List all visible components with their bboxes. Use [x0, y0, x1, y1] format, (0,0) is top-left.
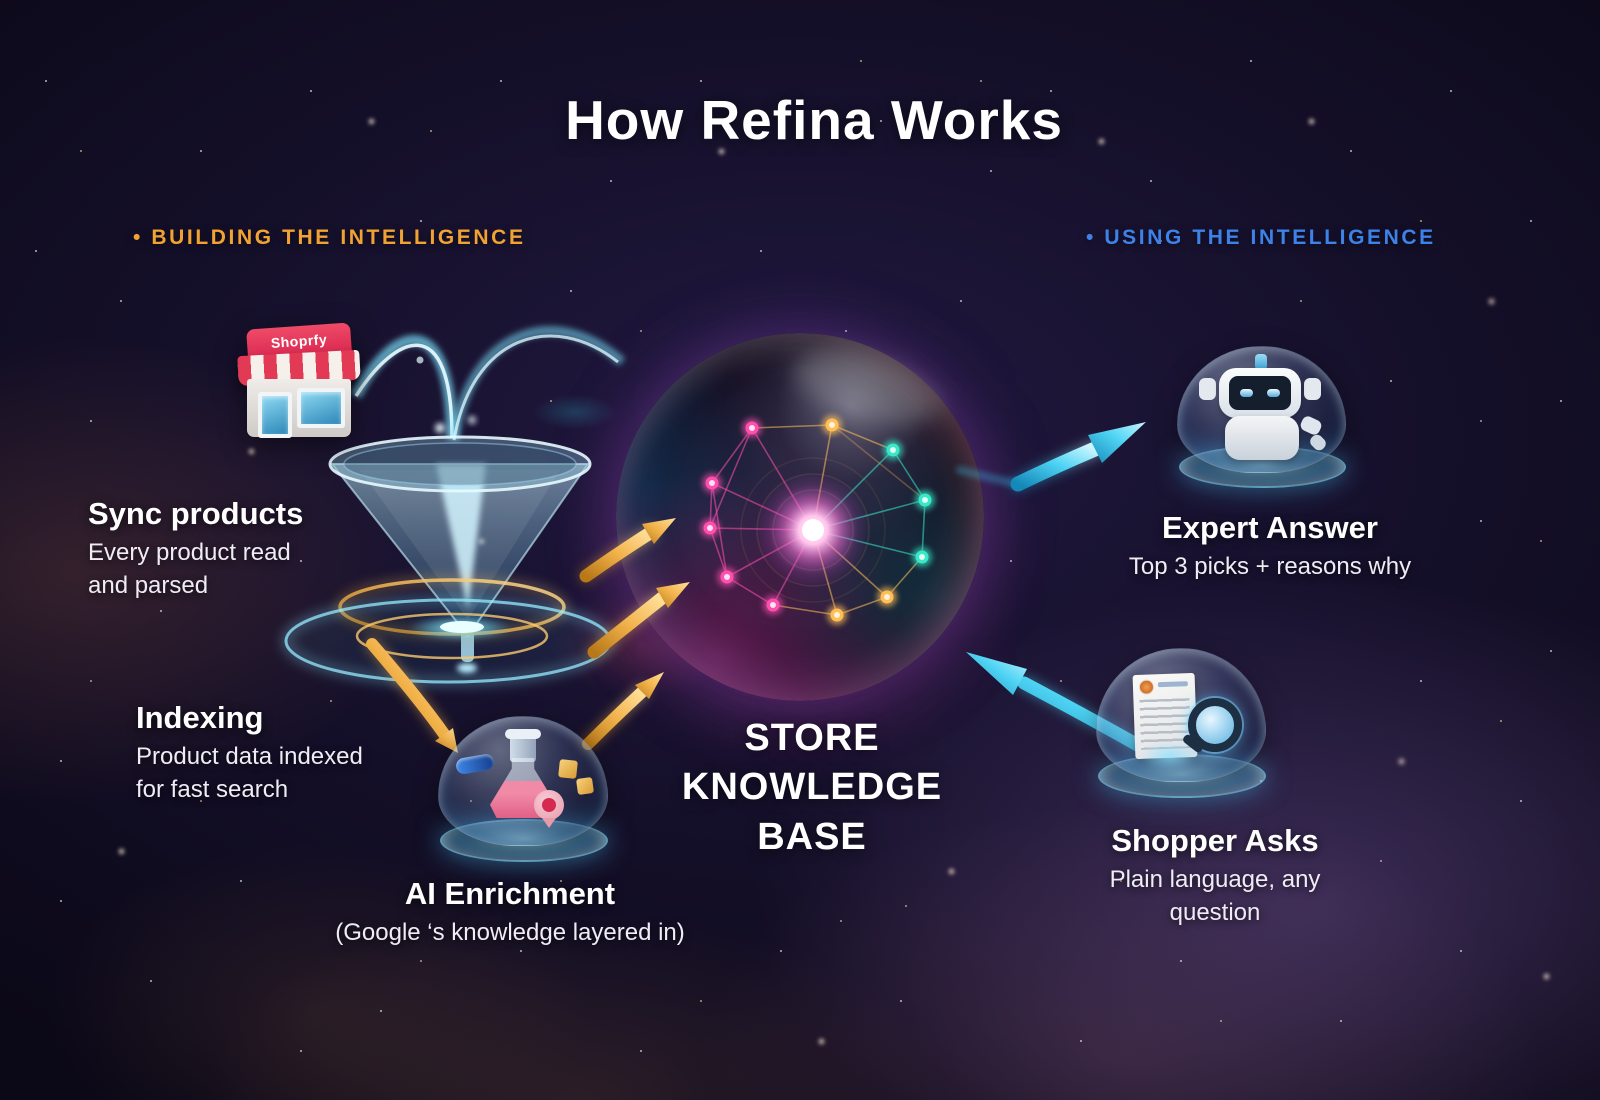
cube-icon [575, 776, 595, 796]
knowledge-sphere-icon [616, 333, 984, 701]
section-label-using: • USING THE INTELLIGENCE [1086, 226, 1436, 249]
expert-answer-node [1177, 346, 1347, 488]
step-desc: Product data indexed for fast search [136, 743, 363, 803]
step-ai-enrichment: AI Enrichment (Google ‘s knowledge layer… [310, 876, 710, 950]
step-title: AI Enrichment [404, 876, 616, 911]
robot-antenna [1255, 354, 1267, 370]
knowledge-base-label: STORE KNOWLEDGE BASE [662, 714, 962, 862]
step-indexing: Indexing Product data indexed for fast s… [136, 700, 363, 806]
document-search-icon [1096, 648, 1264, 798]
data-stream [351, 326, 626, 441]
seal-icon [1138, 679, 1155, 695]
store-window [297, 388, 345, 428]
store-window [258, 392, 292, 438]
knowledge-base-title: STORE KNOWLEDGE BASE [681, 717, 943, 858]
ai-enrichment-node [438, 716, 609, 862]
step-sync-products: Sync products Every product read and par… [88, 496, 303, 602]
step-desc: Plain language, any question [1109, 866, 1321, 926]
step-desc: Top 3 picks + reasons why [1128, 553, 1412, 580]
section-label-building: • BUILDING THE INTELLIGENCE [133, 226, 526, 249]
funnel-icon [328, 435, 592, 673]
cyan-arrow-sphere-to-robot [956, 422, 1146, 492]
step-expert-answer: Expert Answer Top 3 picks + reasons why [1120, 510, 1420, 584]
robot-arm [1307, 432, 1329, 453]
shopper-asks-node [1096, 648, 1267, 798]
storefront-icon: Shoprfy [237, 322, 361, 438]
step-title: Expert Answer [1162, 510, 1378, 545]
robot-visor [1229, 376, 1291, 410]
starfield-bright [0, 0, 3, 3]
knowledge-network [700, 415, 935, 625]
magnifier-icon [1181, 698, 1242, 754]
network-nodes [700, 415, 935, 625]
robot-ear [1199, 378, 1216, 400]
robot-ear [1304, 378, 1321, 400]
step-title: Shopper Asks [1111, 823, 1319, 858]
step-desc: Every product read and parsed [88, 539, 291, 599]
step-title: Indexing [136, 700, 264, 735]
step-desc: (Google ‘s knowledge layered in) [335, 919, 685, 946]
cube-icon [558, 759, 578, 779]
pin-icon [534, 790, 564, 828]
robot-body [1225, 416, 1299, 460]
robot-arm [1298, 414, 1324, 437]
robot-eye [1240, 389, 1253, 397]
robot-eye [1267, 389, 1280, 397]
store-body [247, 379, 351, 438]
pill-icon [454, 752, 496, 776]
flask-neck [505, 729, 541, 762]
step-title: Sync products [88, 496, 304, 531]
robot-icon [1177, 346, 1344, 488]
store-brand-label: Shoprfy [270, 331, 328, 351]
page-title: How Refina Works [565, 89, 1063, 151]
glow-rings [282, 577, 614, 686]
document-header-line [1157, 681, 1188, 688]
robot-head [1219, 368, 1301, 418]
step-shopper-asks: Shopper Asks Plain language, any questio… [1062, 823, 1368, 929]
flask-icon [438, 716, 606, 862]
